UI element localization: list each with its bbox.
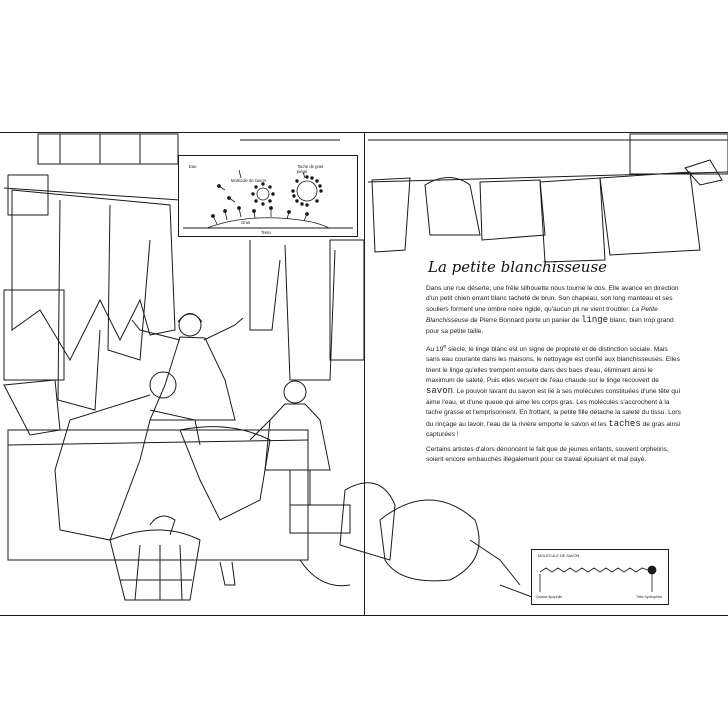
soap-molecule-inset: Eau Molécule de savon Tache de gras piég…: [178, 155, 358, 237]
micelle-large: [291, 175, 323, 207]
page-gutter: [364, 133, 365, 615]
washerwomen-scene: [7, 313, 351, 601]
molecule-head: [647, 565, 657, 575]
article-title: La petite blanchisseuse: [428, 258, 608, 276]
keyword-taches: taches: [608, 418, 641, 429]
book-spread: [0, 132, 728, 616]
label-gras: Gras: [241, 220, 251, 225]
soap-molecules: [211, 184, 309, 225]
painting-title: La Petite Blanchisseuse: [426, 305, 658, 325]
background-building: [3, 133, 365, 381]
paragraph-1: Dans une rue déserte, une frêle silhouet…: [426, 285, 679, 335]
inset-drawing: [183, 169, 353, 229]
keyword-linge: linge: [581, 315, 609, 326]
head-label: Tête hydrophile: [636, 595, 663, 599]
molecule-tail: [539, 567, 649, 573]
soap-molecule-diagram: MOLÉCULE DE SAVON Queue lipophile Tête h…: [531, 549, 669, 605]
label-molecule: Molécule de savon: [231, 178, 266, 183]
molecule-drawing: [539, 565, 657, 592]
paragraph-2: Au 19e siècle, le linge blanc est un sig…: [426, 343, 681, 438]
tail-label: Queue lipophile: [536, 595, 563, 599]
micelle-small: [251, 182, 275, 206]
label-eau: Eau: [189, 164, 197, 169]
hanging-laundry-left: [3, 187, 336, 436]
keyword-savon: savon: [426, 386, 454, 397]
diagram-title: MOLÉCULE DE SAVON: [538, 554, 580, 558]
paragraph-3: Certains artistes d'alors dénoncent le f…: [426, 445, 669, 464]
label-tissu: Tissu: [261, 230, 271, 235]
right-page-laundry: [339, 133, 728, 601]
label-tache: Tache de gras piégé: [297, 164, 324, 174]
article-body: Dans une rue déserte, une frêle silhouet…: [426, 284, 682, 470]
